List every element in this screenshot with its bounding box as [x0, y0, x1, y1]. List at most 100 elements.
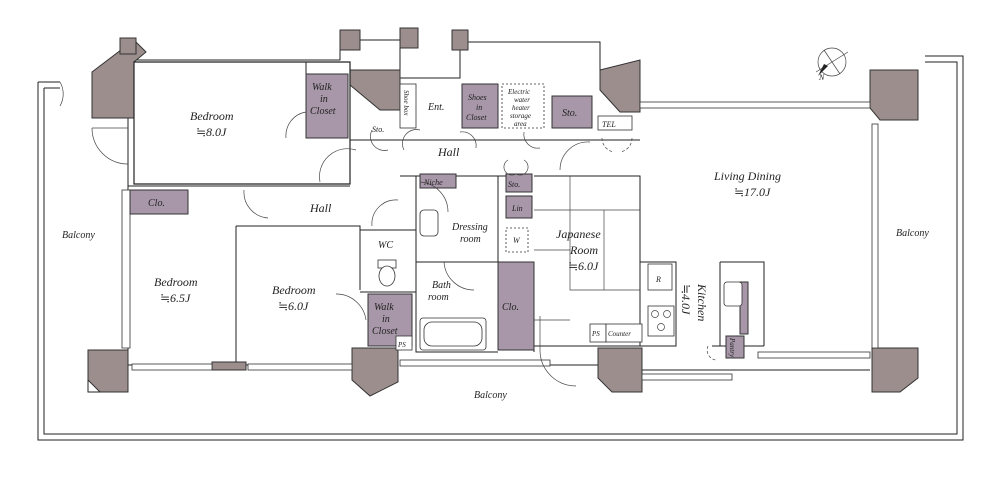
japanese-room-line2: Room — [569, 243, 598, 257]
pillar-small-4 — [339, 29, 361, 51]
fixtures — [377, 83, 743, 351]
tel-box — [597, 115, 633, 131]
bedroom-left-size: ≒6.5J — [160, 291, 191, 305]
washer-spot — [505, 227, 529, 253]
clo-center-label: Clo. — [502, 302, 519, 313]
lin-label: Lin — [511, 204, 523, 213]
hall-lower-label: Hall — [309, 201, 332, 215]
balcony-railing — [37, 55, 964, 441]
balcony-right-label: Balcony — [896, 228, 929, 239]
shoes-closet-line1: Shoes — [468, 93, 487, 102]
shoe-box-label: Shoe box — [402, 90, 410, 116]
niche-label: Niche — [423, 178, 443, 187]
walkin-top-line1: Walk — [312, 82, 332, 93]
balcony-bottom-label: Balcony — [474, 390, 507, 401]
ps-left-box — [395, 335, 413, 351]
walkin-top-line3: Closet — [310, 106, 336, 117]
pillar-bottom-right — [597, 347, 643, 393]
sto-middle-label: Sto. — [508, 180, 520, 189]
counter-box — [605, 323, 643, 343]
doors — [59, 81, 717, 387]
ps-right-label: PS — [591, 330, 600, 338]
toilet-bowl — [378, 265, 396, 287]
tel-label: TEL — [602, 120, 616, 129]
heater-line3: heater — [512, 104, 530, 112]
japanese-room-size: ≒6.0J — [568, 259, 599, 273]
compass-icon: N — [815, 47, 849, 82]
dressing-room-line1: Dressing — [451, 222, 488, 233]
niche-block — [419, 173, 457, 189]
sto-middle-block — [505, 173, 533, 193]
shoes-closet — [461, 83, 499, 129]
washbasin — [419, 209, 439, 237]
pillar-small-3 — [451, 29, 469, 51]
pillar-walkin-corner — [349, 69, 401, 111]
walk-in-closet-top — [305, 73, 349, 139]
shoes-closet-line3: Closet — [466, 113, 487, 122]
room-labels: Bedroom ≒8.0J Bedroom ≒6.5J Bedroom ≒6.0… — [154, 102, 781, 321]
pillar-small-1 — [211, 361, 247, 371]
bathroom-line2: room — [428, 292, 449, 303]
sto-top-right-block — [551, 95, 593, 129]
dressing-room-line2: room — [460, 234, 481, 245]
walkin-bottom-line3: Closet — [372, 326, 398, 337]
walkin-bottom-line1: Walk — [374, 302, 394, 313]
clo-left-block — [129, 189, 189, 215]
balcony-left-label: Balcony — [62, 230, 95, 241]
lin-block — [505, 195, 533, 219]
sto-top-right-label: Sto. — [562, 108, 577, 119]
entrance-label: Ent. — [427, 102, 444, 113]
pillar-far-right-top — [869, 69, 919, 121]
bathroom-line1: Bath — [432, 280, 451, 291]
pantry-block — [725, 335, 745, 359]
bedroom-mid-name: Bedroom — [272, 283, 316, 297]
kitchen-size: ≒4.0J — [679, 284, 693, 315]
kitchen-name: Kitchen — [695, 283, 709, 321]
ps-left-label: PS — [397, 341, 406, 349]
fridge-box — [647, 263, 673, 291]
pantry-label: Pantry — [728, 337, 736, 358]
shoes-closet-line2: in — [476, 103, 482, 112]
clo-center-block — [497, 261, 535, 351]
heater-line5: area — [514, 120, 527, 128]
japanese-room-line1: Japanese — [556, 227, 601, 241]
wc-label: WC — [378, 240, 393, 251]
pillar-top-right — [599, 59, 641, 113]
heater-line1: Electric — [507, 88, 531, 96]
wall-pillars — [87, 27, 919, 397]
interior-walls — [128, 61, 765, 362]
clo-left-label: Clo. — [148, 198, 165, 209]
bedroom-top-size: ≒8.0J — [196, 125, 227, 139]
bedroom-left-name: Bedroom — [154, 275, 198, 289]
water-heater-area — [501, 83, 545, 129]
storage-labels: Walk in Closet Walk in Closet Shoes in C… — [148, 82, 736, 358]
windows — [121, 101, 879, 381]
pillar-bottom-left — [87, 349, 129, 393]
walkin-top-line2: in — [320, 94, 328, 105]
heater-line4: storage — [510, 112, 531, 120]
pillar-small-5 — [119, 37, 137, 55]
bedroom-top-name: Bedroom — [190, 109, 234, 123]
fridge-label: R — [655, 275, 661, 284]
heater-line2: water — [514, 96, 530, 104]
bedroom-mid-size: ≒6.0J — [278, 299, 309, 313]
hall-upper-label: Hall — [437, 145, 460, 159]
counter-label: Counter — [608, 330, 631, 338]
pillar-bottom-mid — [351, 347, 399, 397]
washer-label: W — [513, 236, 521, 245]
storage-blocks — [129, 73, 749, 359]
pillar-far-right-bottom — [871, 347, 919, 393]
kitchen-wall-strip — [739, 281, 749, 335]
pillar-small-2 — [399, 27, 419, 49]
living-dining-size: ≒17.0J — [734, 185, 771, 199]
balcony-labels: Balcony Balcony Balcony — [62, 228, 929, 401]
living-dining-name: Living Dining — [713, 169, 781, 183]
compass-label: N — [818, 73, 825, 82]
sink — [723, 281, 743, 307]
stove — [647, 305, 675, 337]
shoe-box — [399, 83, 417, 129]
sto-top-left-label: Sto. — [372, 125, 384, 134]
walkin-bottom-line2: in — [382, 314, 390, 325]
